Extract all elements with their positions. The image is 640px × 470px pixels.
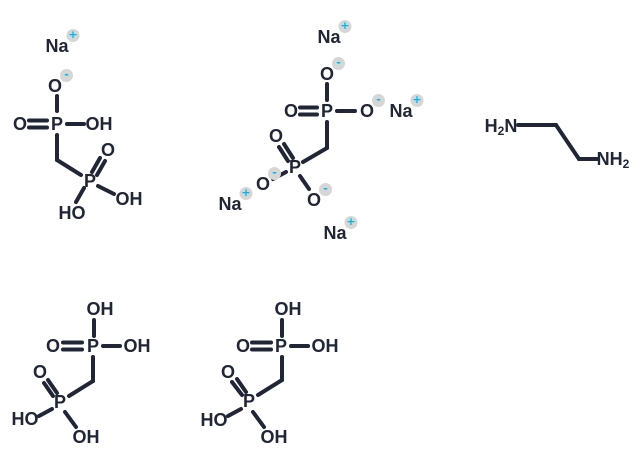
bond <box>63 410 78 429</box>
bond <box>46 378 59 395</box>
molecule-top-left-bonds <box>27 94 116 204</box>
bond <box>554 123 581 161</box>
bond <box>298 174 311 191</box>
bond <box>42 381 55 398</box>
molecule-bottom-middle-bonds <box>226 318 310 429</box>
bond <box>74 186 86 204</box>
bond <box>37 407 54 418</box>
bond <box>230 380 244 397</box>
bond <box>301 146 329 164</box>
molecule-bottom-left-bonds <box>37 318 122 429</box>
bond <box>90 156 102 174</box>
bond <box>256 378 284 397</box>
bond <box>251 410 266 429</box>
bond <box>67 379 95 398</box>
bond <box>235 377 248 394</box>
bond <box>277 145 290 163</box>
bond <box>226 407 243 418</box>
bond <box>95 159 107 177</box>
bond <box>271 170 288 181</box>
bond <box>282 142 295 160</box>
bond <box>96 184 116 196</box>
bond <box>55 158 83 177</box>
molecule-top-right-bonds <box>516 123 599 161</box>
molecule-top-middle-bonds <box>271 82 357 191</box>
